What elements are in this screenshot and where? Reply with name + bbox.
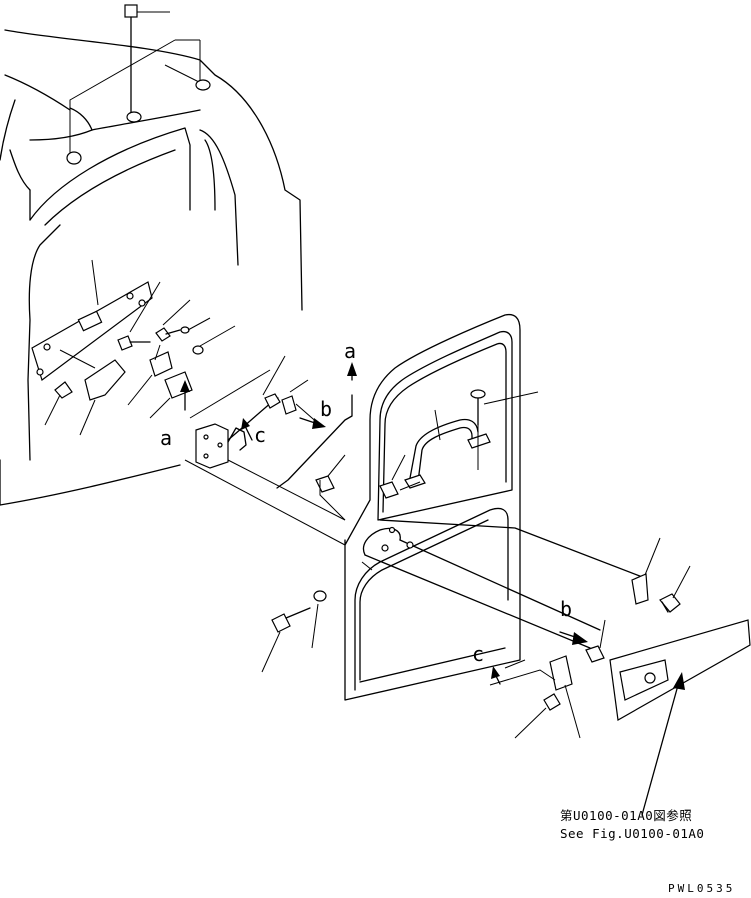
callout-c-left: c: [254, 423, 266, 447]
plate-bolt: [44, 381, 73, 426]
door-washer: [311, 590, 327, 649]
callout-b-mid: b: [320, 397, 332, 421]
lock-rod: [227, 355, 286, 451]
arrow-b-mid: [299, 417, 326, 429]
pin-clip-right: [659, 565, 691, 613]
striker-pad: [59, 349, 126, 436]
plate-reference: [609, 619, 751, 816]
arrow-c-left: [241, 418, 253, 441]
door-stay-bar: [361, 519, 646, 649]
catch-parts: [127, 344, 193, 419]
callout-c-bottom: c: [472, 642, 484, 666]
roof-bolt: [124, 4, 170, 113]
door-bolt: [261, 607, 311, 673]
bracket-right: [631, 537, 661, 605]
bolt-washer-set: [155, 299, 236, 355]
door-catch: [489, 655, 581, 739]
rod-guide-lines: [184, 459, 346, 546]
arrow-a-top: [347, 362, 357, 381]
roof-bracket-lines: [66, 39, 211, 165]
callout-a-left: a: [160, 426, 172, 450]
screw-left: [117, 281, 161, 351]
door-nut: [379, 454, 421, 499]
door-lock-body: [189, 369, 271, 469]
cab-door: [344, 313, 521, 701]
latch-plate: [31, 259, 153, 381]
door-screw: [470, 389, 539, 470]
reference-note-jp: 第U0100-01A0図参照: [560, 808, 692, 823]
arrow-a-left: [180, 380, 190, 411]
drawing-code: PWL0535: [668, 882, 735, 895]
small-bolt-bottom: [514, 693, 561, 739]
arrow-b-right: [559, 631, 588, 645]
cab-outline: [0, 29, 303, 506]
nut-right: [585, 619, 606, 663]
callout-b-right: b: [560, 597, 572, 621]
arrow-c-bottom: [491, 666, 501, 685]
callout-a-top: a: [344, 339, 356, 363]
reference-note-en: See Fig.U0100-01A0: [560, 826, 704, 841]
link-rod: [276, 379, 353, 489]
door-handle: [404, 409, 491, 489]
